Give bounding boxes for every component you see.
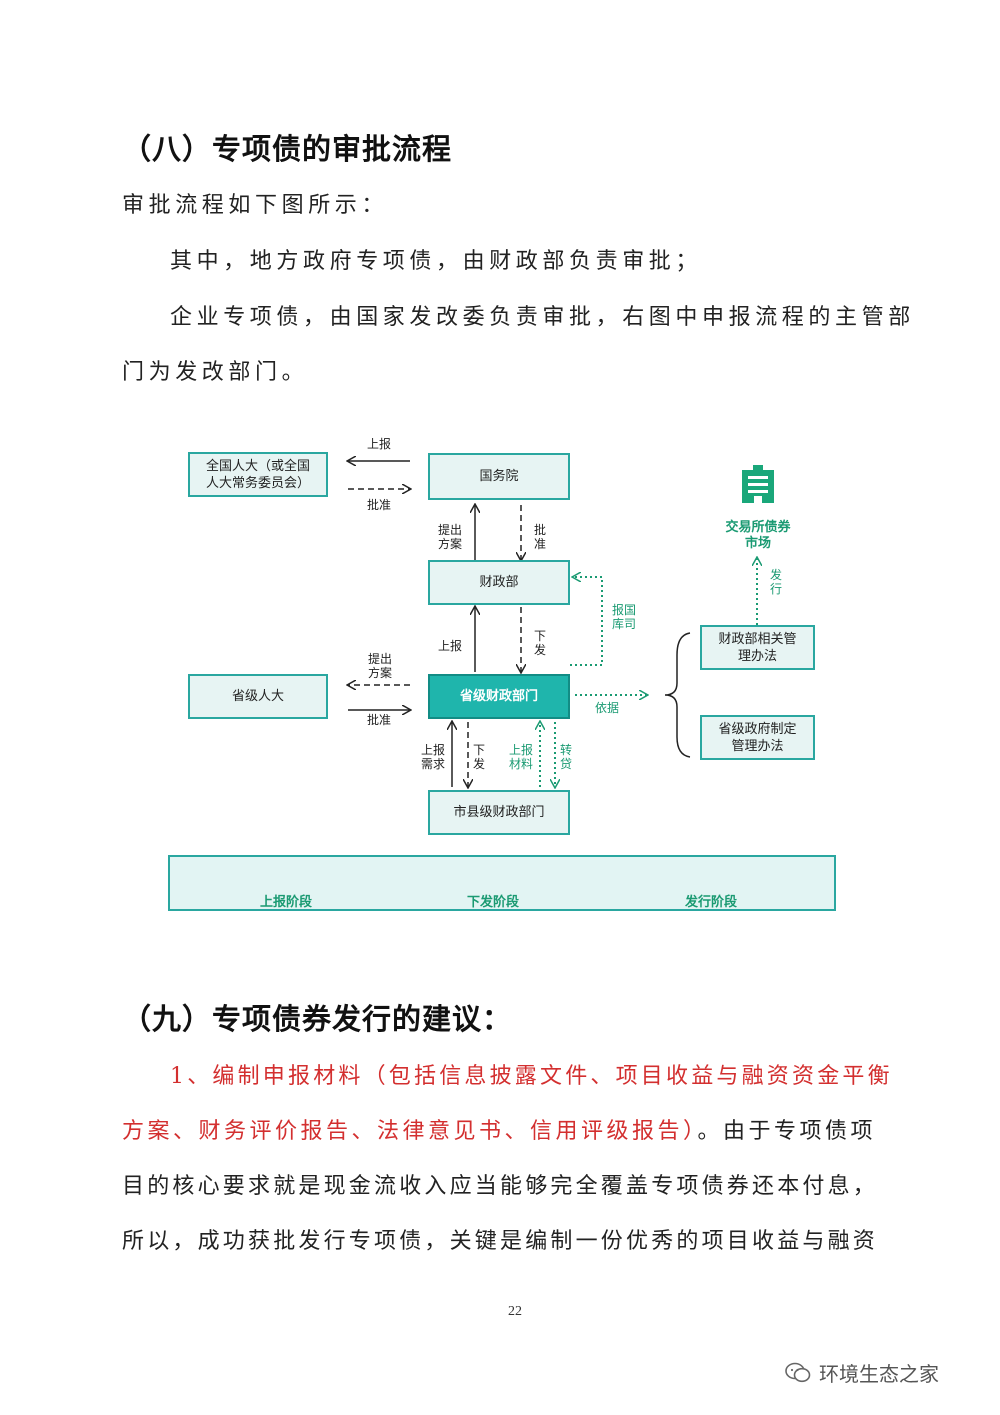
legend-panel	[168, 855, 836, 911]
label-approve-prov: 批准	[367, 713, 392, 727]
wechat-watermark: 环境生态之家	[785, 1358, 939, 1387]
section8-para-1: 审批流程如下图所示：	[122, 193, 389, 218]
diagram-arrows	[260, 425, 774, 925]
legend-report-stage: 上报阶段	[260, 895, 313, 910]
box-city-finance: 市县级财政部门	[428, 790, 570, 835]
box-prov-finance: 省级财政部门	[428, 674, 570, 719]
section8-para-2: 其中，地方政府专项债，由财政部负责审批；	[170, 249, 703, 274]
arrow-report-treasury	[570, 577, 603, 666]
label-relend: 转贷	[559, 743, 572, 771]
section8-para-3-line2: 门为发改部门。	[122, 360, 309, 385]
section9-line1: 1、编制申报材料（包括信息披露文件、项目收益与融资资金平衡	[170, 1064, 893, 1089]
box-prov-npc: 省级人大	[188, 674, 328, 719]
label-issue-market: 发行	[769, 568, 782, 596]
label-report-top: 上报	[367, 437, 392, 451]
building-icon	[742, 465, 774, 503]
label-propose-plan-prov: 提出方案	[367, 652, 392, 680]
watermark-text: 环境生态之家	[819, 1362, 939, 1386]
label-report-treasury: 报国库司	[611, 603, 636, 631]
box-state-council: 国务院	[428, 453, 570, 500]
section9-heading: （九）专项债券发行的建议：	[122, 1002, 513, 1036]
legend-issue-stage: 下发阶段	[467, 895, 520, 910]
section8-heading: （八）专项债的审批流程	[122, 132, 453, 166]
section9-line2: 方案、财务评价报告、法律意见书、信用评级报告）。由于专项债项	[122, 1113, 876, 1145]
box-mof-rules: 财政部相关管理办法	[700, 625, 815, 670]
label-report-demand: 上报需求	[420, 743, 445, 771]
section9-line2-red: 方案、财务评价报告、法律意见书、信用评级报告）	[122, 1119, 698, 1144]
brace	[664, 632, 691, 758]
label-basis: 依据	[595, 701, 620, 715]
legend-release-stage: 发行阶段	[685, 895, 738, 910]
label-report-mid: 上报	[438, 639, 463, 653]
box-mof: 财政部	[428, 560, 570, 605]
label-issue-low: 下发	[472, 743, 485, 771]
section9-line3: 目的核心要求就是现金流收入应当能够完全覆盖专项债券还本付息，	[122, 1174, 879, 1199]
approval-flow-diagram: 全国人大（或全国人大常务委员会） 国务院 财政部 省级人大 省级财政部门 市县级…	[165, 425, 875, 925]
section9-line2-rest: 。由于专项债项	[697, 1119, 877, 1144]
label-approve-mid: 批准	[533, 523, 546, 551]
label-exchange-market: 交易所债券市场	[725, 520, 791, 551]
box-prov-rules: 省级政府制定管理办法	[700, 715, 815, 760]
page-number: 22	[508, 1304, 522, 1319]
label-approve-top: 批准	[367, 498, 392, 512]
section8-para-3-line1: 企业专项债，由国家发改委负责审批，右图中申报流程的主管部	[170, 305, 915, 330]
label-propose-plan: 提出方案	[437, 523, 462, 551]
box-npc: 全国人大（或全国人大常务委员会）	[188, 452, 328, 497]
wechat-icon	[785, 1362, 811, 1382]
label-issue-mid: 下发	[533, 629, 546, 657]
label-report-material: 上报材料	[508, 743, 533, 771]
section9-line4: 所以，成功获批发行专项债，关键是编制一份优秀的项目收益与融资	[122, 1229, 879, 1254]
